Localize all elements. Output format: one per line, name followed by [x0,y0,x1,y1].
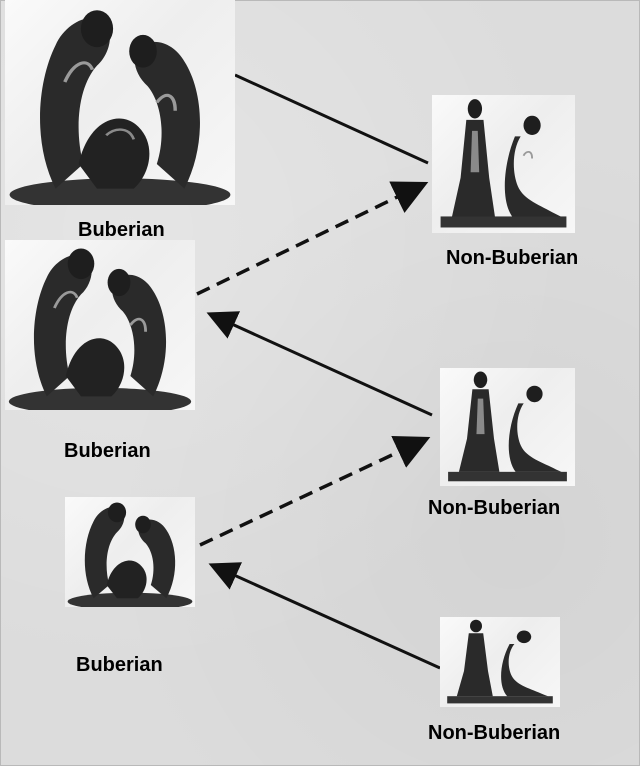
embracing-sculpture-icon [5,240,195,410]
embracing-sculpture-icon [5,0,235,205]
separated-sculpture-icon [440,368,575,486]
non-buberian-sculpture-image-3 [440,617,560,707]
separated-sculpture-icon [432,95,575,233]
buberian-sculpture-image-1 [5,0,235,205]
buberian-label-3: Buberian [76,654,163,677]
non-buberian-label-2: Non-Buberian [428,497,560,520]
buberian-sculpture-image-3 [65,497,195,607]
buberian-sculpture-image-2 [5,240,195,410]
non-buberian-sculpture-image-1 [432,95,575,233]
non-buberian-sculpture-image-2 [440,368,575,486]
separated-sculpture-icon [440,617,560,707]
buberian-label-2: Buberian [64,440,151,463]
buberian-label-1: Buberian [78,219,165,242]
non-buberian-label-1: Non-Buberian [446,247,578,270]
embracing-sculpture-icon [65,497,195,607]
non-buberian-label-3: Non-Buberian [428,722,560,745]
